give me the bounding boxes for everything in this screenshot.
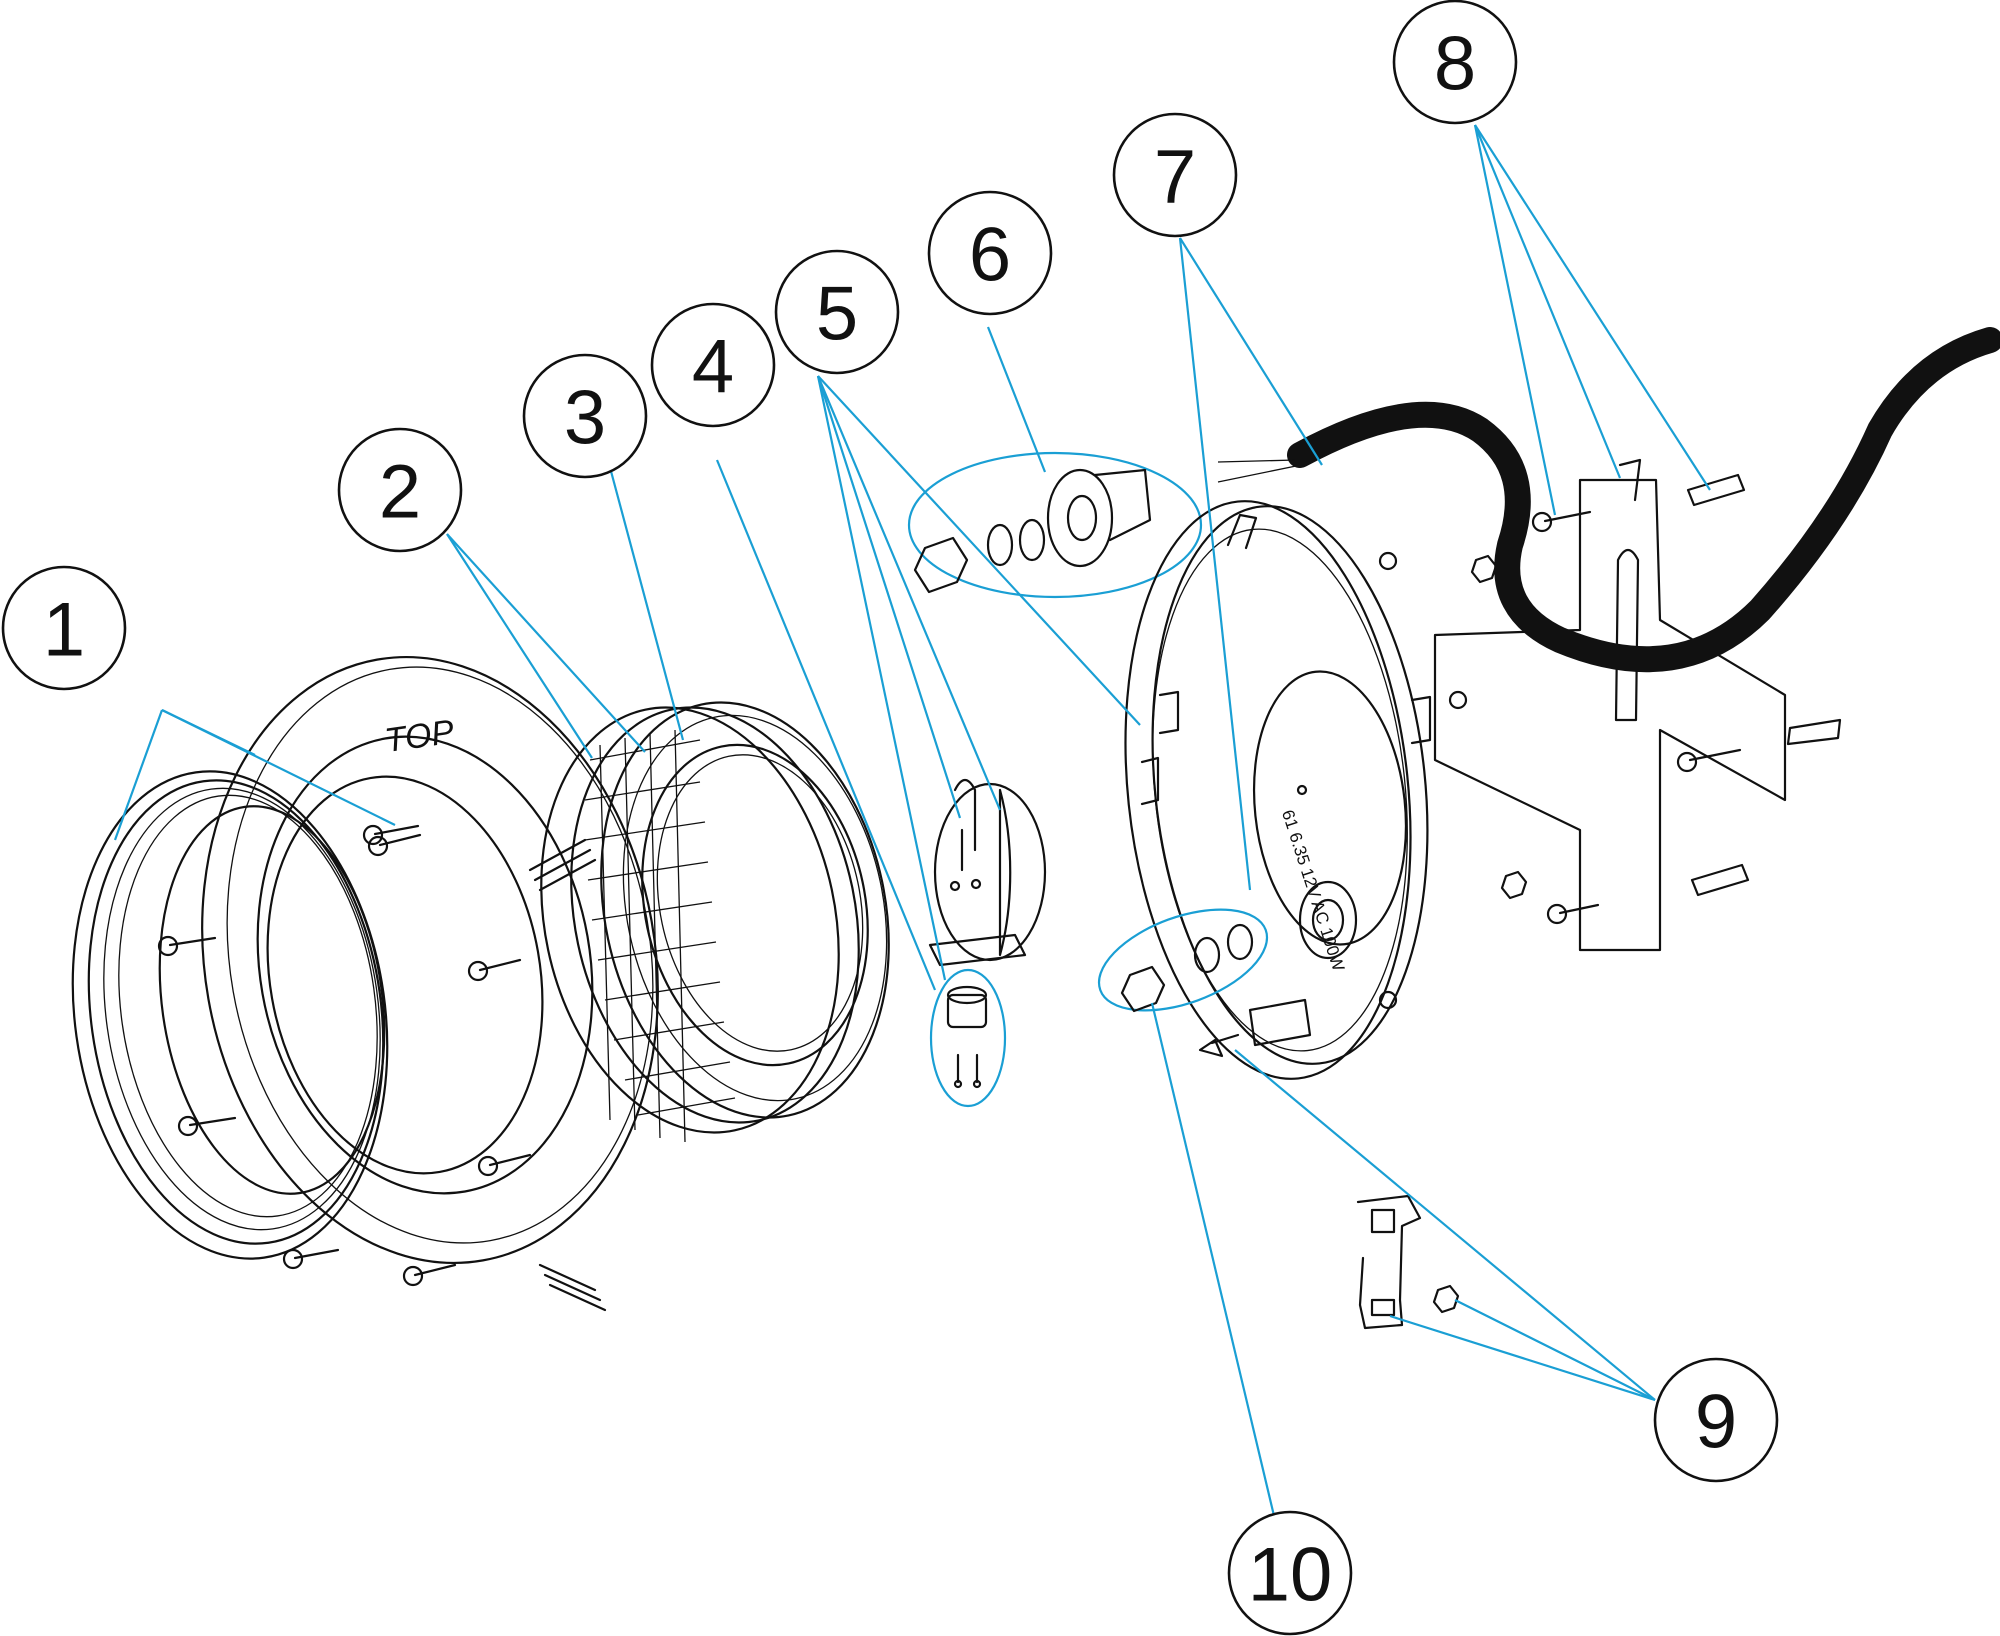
part-4-terminal-block bbox=[929, 968, 1007, 1108]
part-2-lamp-body bbox=[540, 701, 890, 1143]
callout-8-label: 8 bbox=[1434, 22, 1476, 107]
callout-4-label: 4 bbox=[692, 325, 734, 410]
callout-5: 5 bbox=[774, 249, 900, 375]
callout-8: 8 bbox=[1392, 0, 1518, 125]
vent-slots-lower bbox=[538, 1263, 607, 1312]
callout-5-label: 5 bbox=[816, 272, 858, 357]
screw-set-part-8 bbox=[1531, 510, 1742, 925]
callout-2: 2 bbox=[337, 427, 463, 553]
power-cable bbox=[1217, 327, 2000, 673]
part-8-mounting-bracket bbox=[1433, 458, 1842, 952]
callout-3-label: 3 bbox=[564, 376, 606, 461]
wall-plug-set bbox=[1686, 473, 1842, 897]
callout-1-label: 1 bbox=[43, 588, 85, 673]
vent-slots-upper bbox=[528, 838, 597, 892]
callout-2-label: 2 bbox=[379, 450, 421, 535]
part-5-cover-disc bbox=[928, 778, 1047, 967]
callout-1: 1 bbox=[1, 565, 127, 691]
part-3-gasket bbox=[641, 743, 869, 1067]
top-mark-label: TOP bbox=[383, 713, 457, 760]
part-9-bracket-clip bbox=[1198, 1033, 1460, 1330]
leader-lines bbox=[113, 124, 1711, 1521]
part-6-cable-gland bbox=[907, 451, 1203, 599]
callout-9: 9 bbox=[1653, 1357, 1779, 1483]
rating-label: 61 6.35 12V AC 100W bbox=[1278, 807, 1348, 973]
callout-9-label: 9 bbox=[1695, 1380, 1737, 1465]
callout-6: 6 bbox=[927, 190, 1053, 316]
callout-10: 10 bbox=[1227, 1510, 1353, 1636]
screw-set-faceplate bbox=[367, 833, 532, 1287]
callout-7-label: 7 bbox=[1154, 135, 1196, 220]
callout-7: 7 bbox=[1112, 112, 1238, 238]
screw-set-part-1 bbox=[157, 824, 420, 1270]
callout-6-label: 6 bbox=[969, 213, 1011, 298]
part-10-washer-set bbox=[1097, 908, 1269, 1013]
callout-10-label: 10 bbox=[1248, 1533, 1333, 1618]
faceplate: TOP bbox=[201, 656, 659, 1312]
callout-4: 4 bbox=[650, 302, 776, 428]
part-1-front-frame bbox=[71, 770, 420, 1270]
callout-3: 3 bbox=[522, 353, 648, 479]
